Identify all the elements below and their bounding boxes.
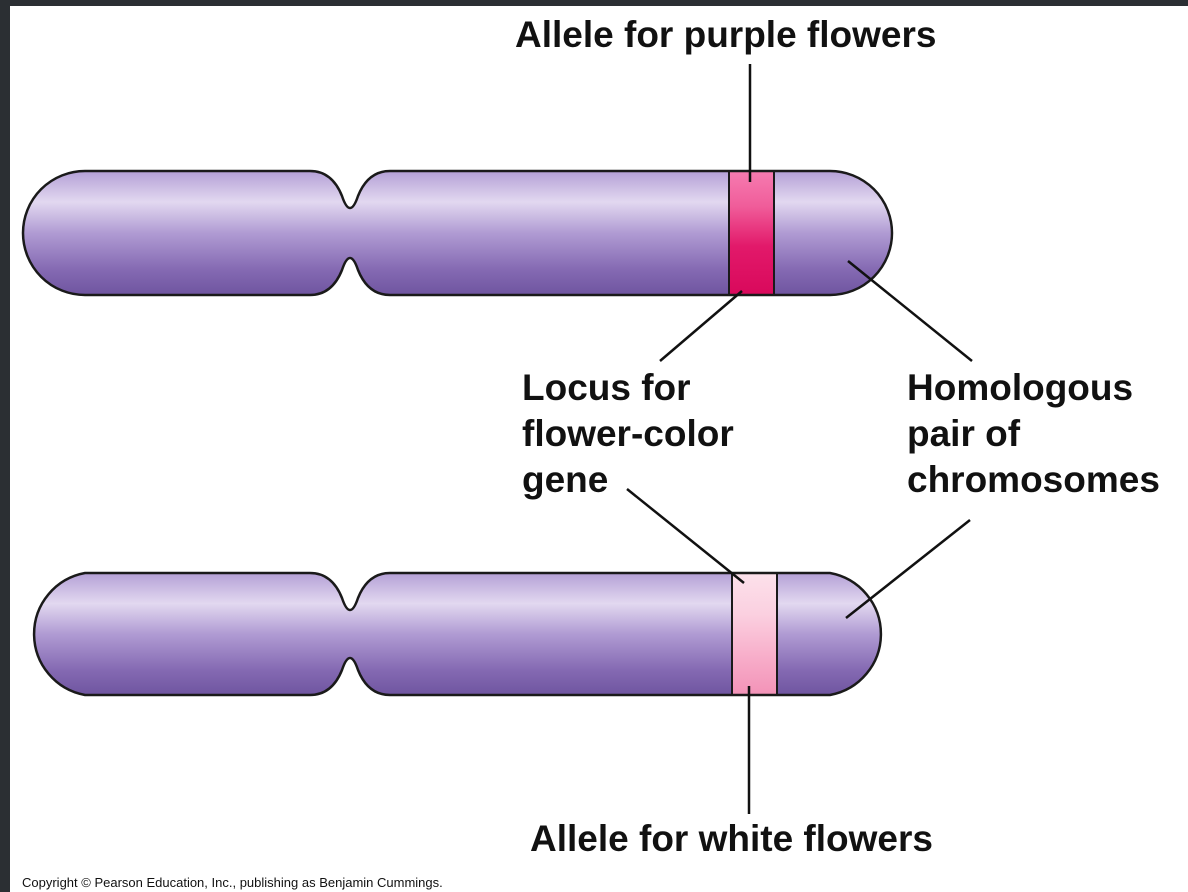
label-homologous-line3: chromosomes (907, 457, 1160, 503)
purple-allele-band (729, 166, 774, 300)
leader-line-locus-top (660, 291, 742, 361)
leader-line-locus-bottom (627, 489, 744, 583)
label-homologous-line2: pair of (907, 411, 1020, 457)
copyright-notice: Copyright © Pearson Education, Inc., pub… (22, 875, 443, 890)
label-allele-purple: Allele for purple flowers (515, 16, 936, 54)
label-allele-white: Allele for white flowers (530, 820, 933, 858)
label-locus-line3: gene (522, 457, 608, 503)
chromosome-top (23, 166, 892, 300)
label-homologous-line1: Homologous (907, 365, 1133, 411)
white-allele-band (732, 568, 777, 700)
chromosome-bottom (34, 568, 881, 700)
leader-line-homologous-bottom (846, 520, 970, 618)
figure-canvas: Allele for purple flowers Locus for flow… (10, 6, 1188, 892)
label-locus-line2: flower-color (522, 411, 734, 457)
label-locus-line1: Locus for (522, 365, 691, 411)
leader-line-homologous-top (848, 261, 972, 361)
